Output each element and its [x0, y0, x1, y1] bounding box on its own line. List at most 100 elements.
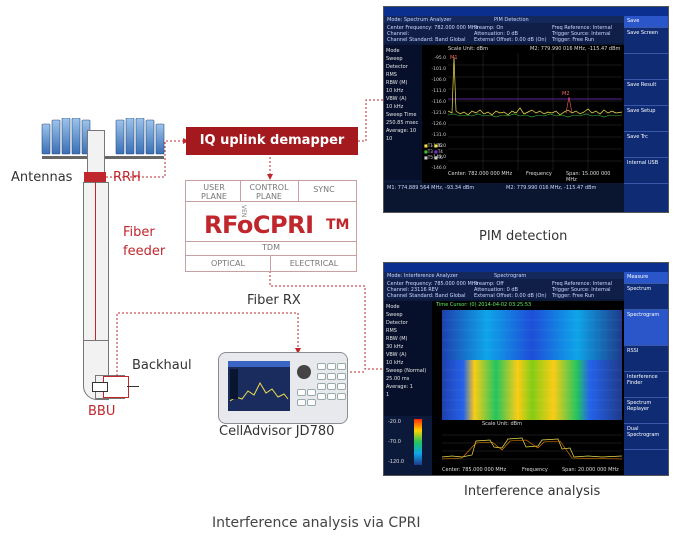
- device-name-label: CellAdvisor JD780: [219, 424, 335, 439]
- interference-analysis-screen: Mode: Interference Analyzer Spectrogram …: [383, 262, 669, 476]
- int-freq-ref: Freq Reference: Internal: [552, 281, 613, 287]
- menu-blank-2[interactable]: [624, 184, 668, 212]
- pim-trace-svg: M1 M2: [448, 53, 622, 171]
- int-color-legend: -20.0 -70.0 -120.0: [388, 419, 428, 467]
- main-caption: Interference analysis via CPRI: [212, 515, 421, 531]
- pim-marker-readout: M2: 779.990 016 MHz, -115.47 dBm: [530, 46, 621, 52]
- int-freq-label: Frequency: [522, 467, 548, 473]
- int-status-bar: [384, 263, 668, 272]
- menu-save-setup[interactable]: Save Setup: [624, 106, 668, 132]
- control-plane-label: CONTROL PLANE: [249, 183, 289, 201]
- sync-label: SYNC: [313, 185, 335, 194]
- menu-spectrum-replayer[interactable]: Spectrum Replayer: [624, 398, 668, 424]
- int-param-panel: Center Frequency: 785.000 000 MHz Channe…: [384, 279, 624, 299]
- pim-m2: M2: 779.990 016 MHz, -115.47 dBm: [506, 185, 597, 191]
- tm-label: TM: [326, 217, 350, 233]
- int-channel-std: Channel Standard: Band Global: [387, 293, 466, 299]
- antenna-array: [41, 118, 165, 159]
- pim-trigger-src: Trigger Source: Internal: [552, 31, 611, 37]
- pim-detection-screen: Mode: Spectrum Analyzer PIM Detection Ce…: [383, 6, 669, 213]
- rfocpri-brand: RFoCPRI: [204, 211, 314, 239]
- pim-preamp: Preamp: On: [474, 25, 504, 31]
- menu-save-screen[interactable]: Save Screen: [624, 28, 668, 54]
- menu-save-trc[interactable]: Save Trc: [624, 132, 668, 158]
- celladvisor-device: [218, 352, 348, 424]
- rotary-knob[interactable]: [297, 365, 311, 379]
- int-soft-menu: Measure Spectrum Spectrogram RSSI Interf…: [624, 272, 668, 475]
- int-scale-unit: Scale Unit: dBm: [482, 421, 522, 427]
- pim-atten: Attenuation: 0 dB: [474, 31, 518, 37]
- svg-text:M1: M1: [450, 55, 458, 61]
- int-center-label: Center: 785.000 000 MHz: [442, 467, 507, 473]
- pim-channel: Channel:: [387, 31, 410, 37]
- fiber-feeder-line: [95, 182, 96, 377]
- fiber-feeder-label-2: feeder: [123, 244, 166, 259]
- pim-mode-title: Mode: Spectrum Analyzer: [387, 17, 452, 23]
- menu-blank-1[interactable]: [624, 54, 668, 80]
- interference-caption: Interference analysis: [464, 484, 601, 499]
- pim-scale-unit: Scale Unit: dBm: [448, 46, 488, 52]
- int-mode-center: Spectrogram: [494, 273, 527, 279]
- pim-soft-menu: Save Save Screen Save Result Save Setup …: [624, 16, 668, 212]
- menu-save-result[interactable]: Save Result: [624, 80, 668, 106]
- pim-ext-offset: External Offset: 0.00 dB (On): [474, 37, 547, 43]
- pim-caption: PIM detection: [479, 229, 568, 244]
- tower-pole: [83, 182, 109, 344]
- int-spectrum-trace: [442, 434, 622, 460]
- pim-center-freq: Center Frequency: 782.000 000 MHz: [387, 25, 479, 31]
- pim-channel-std: Channel Standard: Band Global: [387, 37, 466, 43]
- vendor-label: VEN: [240, 205, 247, 218]
- menu-save[interactable]: Save: [624, 16, 668, 28]
- pim-freq-label: Frequency: [526, 171, 552, 177]
- antennas-label: Antennas: [11, 170, 73, 185]
- pim-center-label: Center: 782.000 000 MHz: [448, 171, 513, 177]
- pim-marker-panel: M1: 774.889 564 MHz, -93.34 dBm M2: 779.…: [384, 183, 624, 212]
- fiber-rx-label: Fiber RX: [247, 293, 301, 308]
- int-plot-area: Time Cursor: (0) 2014-04-02 03:25:53: [432, 301, 624, 475]
- pim-status-bar: [384, 7, 668, 16]
- pim-trace-legend: ■T1 ■T2 ■T3 ■T4 ■T5 ■T6: [424, 143, 443, 160]
- pim-span-label: Span: 15.000 000 MHz: [566, 171, 611, 183]
- spectrogram-waterfall: [442, 310, 622, 420]
- pim-freq-ref: Freq Reference: Internal: [552, 25, 613, 31]
- device-display: [228, 361, 290, 411]
- menu-dual-spectrogram[interactable]: Dual Spectrogram: [624, 424, 668, 450]
- pim-m1: M1: 774.889 564 MHz, -93.34 dBm: [387, 185, 475, 191]
- menu-measure[interactable]: Measure: [624, 272, 668, 284]
- electrical-label: ELECTRICAL: [289, 259, 339, 268]
- int-channel: Channel: 23116 REV: [387, 287, 439, 293]
- int-preamp: Preamp: Off: [474, 281, 504, 287]
- int-time-cursor: Time Cursor: (0) 2014-04-02 03:25:53: [436, 302, 532, 308]
- pim-y-axis: -95.0-101.0 -106.0-111.0 -116.0-121.0 -1…: [431, 56, 446, 171]
- rfocpri-box: USER PLANE CONTROL PLANE SYNC VEN RFoCPR…: [185, 180, 357, 272]
- int-center-freq: Center Frequency: 785.000 000 MHz: [387, 281, 479, 287]
- menu-blank-3[interactable]: [624, 450, 668, 475]
- int-atten: Attenuation: 0 dB: [474, 287, 518, 293]
- int-ext-offset: External Offset: 0.00 dB (On): [474, 293, 547, 299]
- backhaul-line: [127, 386, 139, 387]
- menu-interference-finder[interactable]: Interference Finder: [624, 372, 668, 398]
- int-mode-title: Mode: Interference Analyzer: [387, 273, 458, 279]
- menu-spectrum[interactable]: Spectrum: [624, 284, 668, 310]
- rrh-unit: [84, 172, 106, 182]
- user-plane-label: USER PLANE: [201, 183, 227, 201]
- menu-spectrogram[interactable]: Spectrogram: [624, 310, 668, 346]
- optical-label: OPTICAL: [211, 259, 245, 268]
- pim-plot-area: Scale Unit: dBm M2: 779.990 016 MHz, -11…: [422, 45, 624, 183]
- fiber-feeder-label-1: Fiber: [123, 225, 155, 240]
- menu-storage[interactable]: Internal USB: [624, 158, 668, 184]
- menu-rssi[interactable]: RSSI: [624, 346, 668, 372]
- int-trigger-src: Trigger Source: Internal: [552, 287, 611, 293]
- backhaul-label: Backhaul: [132, 358, 192, 373]
- int-span-label: Span: 20.000 000 MHz: [562, 467, 619, 473]
- pim-trigger: Trigger: Free Run: [552, 37, 595, 43]
- svg-text:M2: M2: [562, 91, 570, 97]
- tdm-label: TDM: [262, 243, 280, 252]
- bbu-port: [92, 382, 108, 392]
- pim-mode-center: PIM Detection: [494, 17, 529, 23]
- iq-uplink-demapper-box: IQ uplink demapper: [186, 127, 358, 155]
- bbu-label: BBU: [88, 404, 116, 419]
